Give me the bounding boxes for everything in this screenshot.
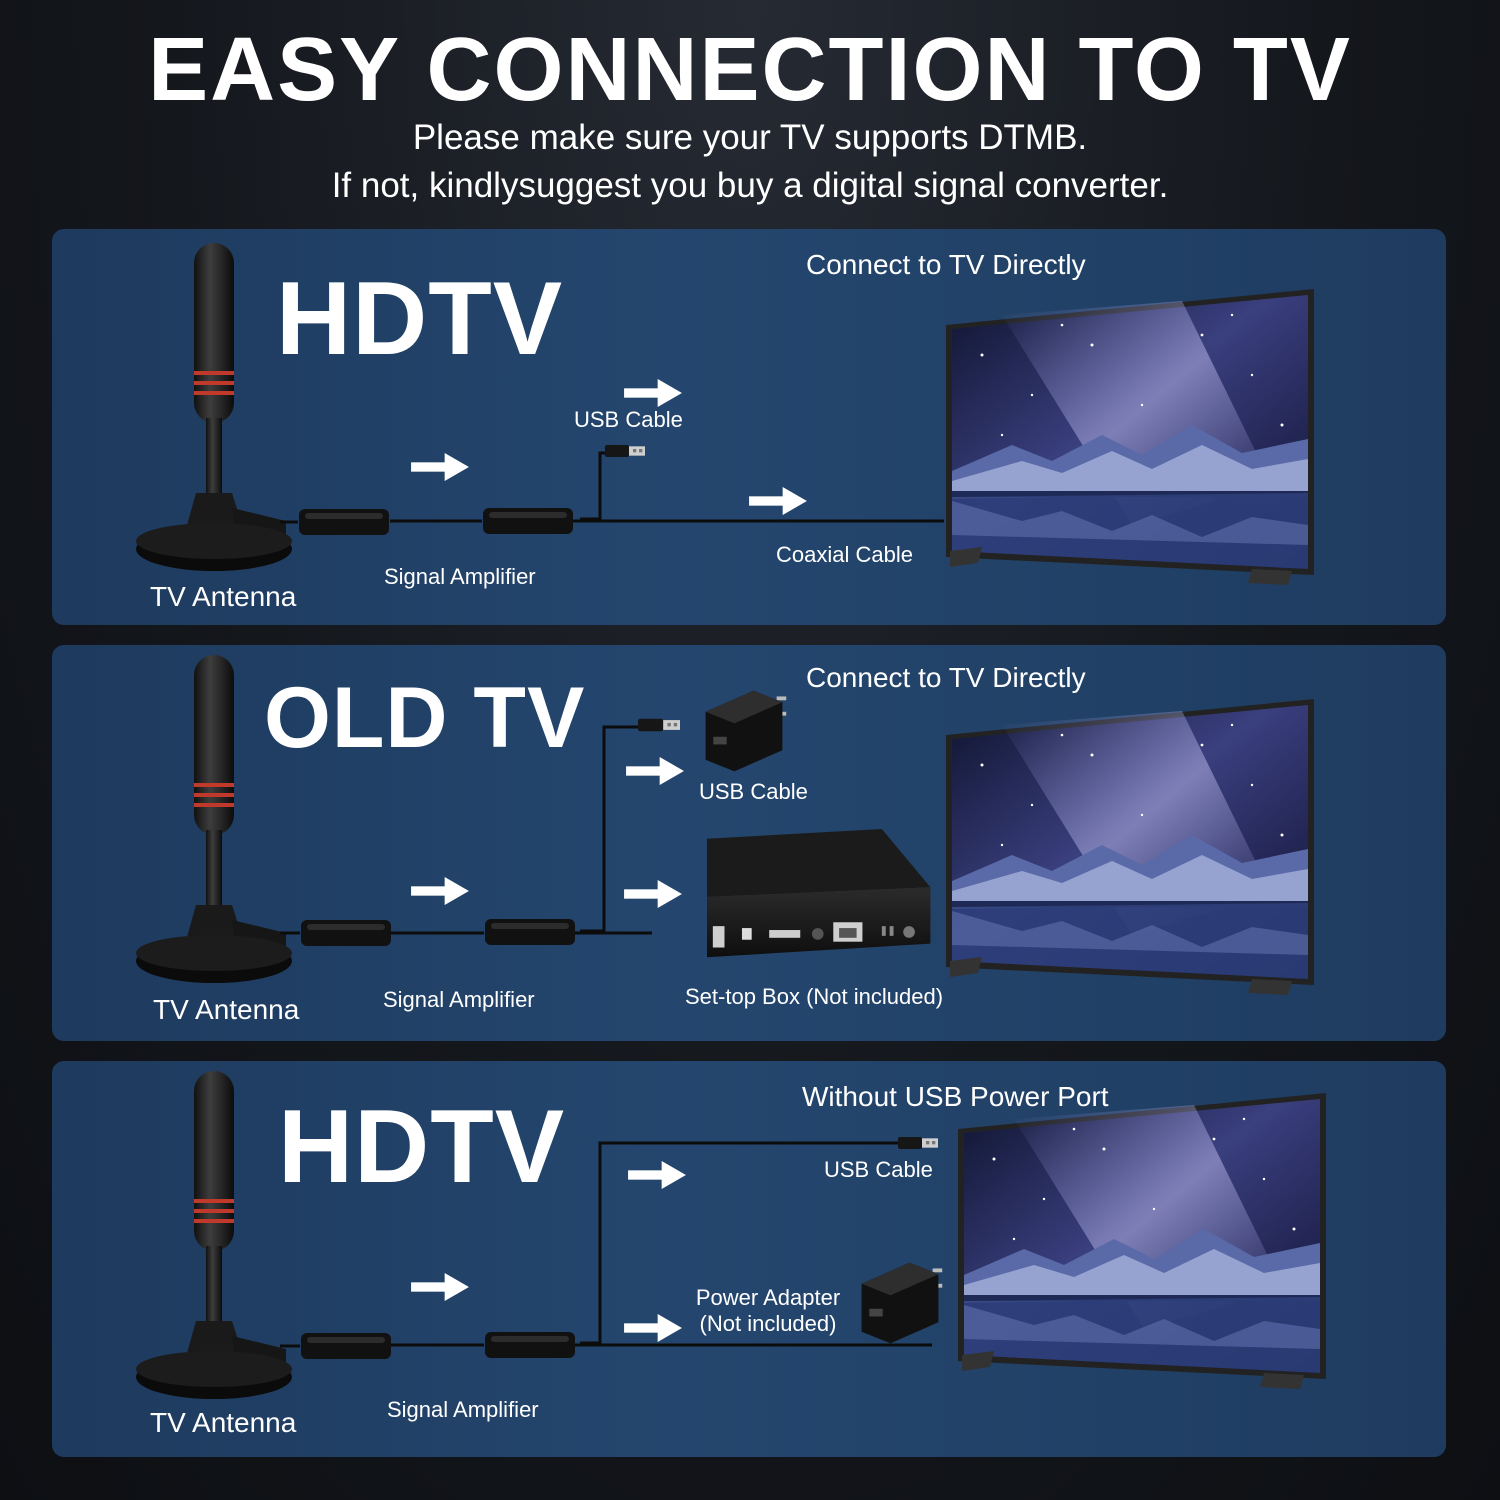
tv-type-title: OLD TV xyxy=(264,670,586,766)
power-adapter-icon xyxy=(705,690,787,772)
power-adapter-label-line-2: (Not included) xyxy=(699,1311,837,1336)
usb-cable-label: USB Cable xyxy=(699,779,808,804)
arrow-right-icon xyxy=(624,1314,682,1342)
power-adapter-label: Power Adapter (Not included) xyxy=(688,1285,848,1337)
television-icon xyxy=(946,289,1314,585)
usb-plug-icon xyxy=(898,1137,938,1149)
arrow-right-icon xyxy=(411,877,469,905)
television-icon xyxy=(958,1093,1326,1389)
panel-old-tv: OLD TV Connect to TV Directly USB Cable … xyxy=(52,645,1446,1041)
panel-3-illustration xyxy=(136,1071,1326,1399)
arrow-right-icon xyxy=(749,487,807,515)
signal-amplifier-icon xyxy=(299,509,389,535)
tv-type-title: HDTV xyxy=(276,261,564,377)
signal-amplifier-label: Signal Amplifier xyxy=(384,564,536,589)
tv-antenna-icon xyxy=(136,1071,292,1399)
usb-plug-icon xyxy=(605,445,645,457)
panel-hdtv-direct: HDTV Connect to TV Directly USB Cable Co… xyxy=(52,229,1446,625)
tv-type-title: HDTV xyxy=(278,1089,566,1205)
signal-amplifier-label: Signal Amplifier xyxy=(387,1397,539,1422)
set-top-box-icon xyxy=(707,829,931,958)
signal-amplifier-icon xyxy=(301,920,391,946)
arrow-right-icon xyxy=(628,1161,686,1189)
tv-antenna-label: TV Antenna xyxy=(150,581,297,612)
signal-amplifier-icon xyxy=(301,1333,391,1359)
panel-hdtv-without-usb: HDTV Without USB Power Port USB Cable Po… xyxy=(52,1061,1446,1457)
power-adapter-label-line-1: Power Adapter xyxy=(695,1285,841,1310)
page-title: EASY CONNECTION TO TV xyxy=(148,20,1352,120)
arrow-right-icon xyxy=(411,453,469,481)
set-top-box-label: Set-top Box (Not included) xyxy=(685,984,944,1009)
signal-amplifier-label: Signal Amplifier xyxy=(383,987,535,1012)
arrow-right-icon xyxy=(624,880,682,908)
power-adapter-icon xyxy=(861,1262,943,1344)
signal-amplifier-icon xyxy=(485,919,575,945)
tv-antenna-label: TV Antenna xyxy=(150,1407,297,1438)
tv-antenna-icon xyxy=(136,243,292,571)
television-icon xyxy=(946,699,1314,995)
connection-heading: Connect to TV Directly xyxy=(806,662,1086,693)
usb-cable-label: USB Cable xyxy=(824,1157,933,1182)
signal-amplifier-icon xyxy=(485,1332,575,1358)
coaxial-cable-label: Coaxial Cable xyxy=(776,542,913,567)
subtitle-line-2: If not, kindlysuggest you buy a digital … xyxy=(331,166,1169,205)
panel-1-illustration xyxy=(136,243,1314,585)
arrow-right-icon xyxy=(624,379,682,407)
panel-2-illustration xyxy=(136,655,1314,995)
signal-amplifier-icon xyxy=(483,508,573,534)
arrow-right-icon xyxy=(411,1273,469,1301)
tv-antenna-label: TV Antenna xyxy=(153,994,300,1025)
arrow-right-icon xyxy=(626,757,684,785)
subtitle-line-1: Please make sure your TV supports DTMB. xyxy=(412,118,1088,157)
usb-cable-label: USB Cable xyxy=(574,407,683,432)
usb-plug-icon xyxy=(638,718,680,732)
connection-heading: Without USB Power Port xyxy=(802,1081,1109,1112)
connection-heading: Connect to TV Directly xyxy=(806,249,1086,280)
